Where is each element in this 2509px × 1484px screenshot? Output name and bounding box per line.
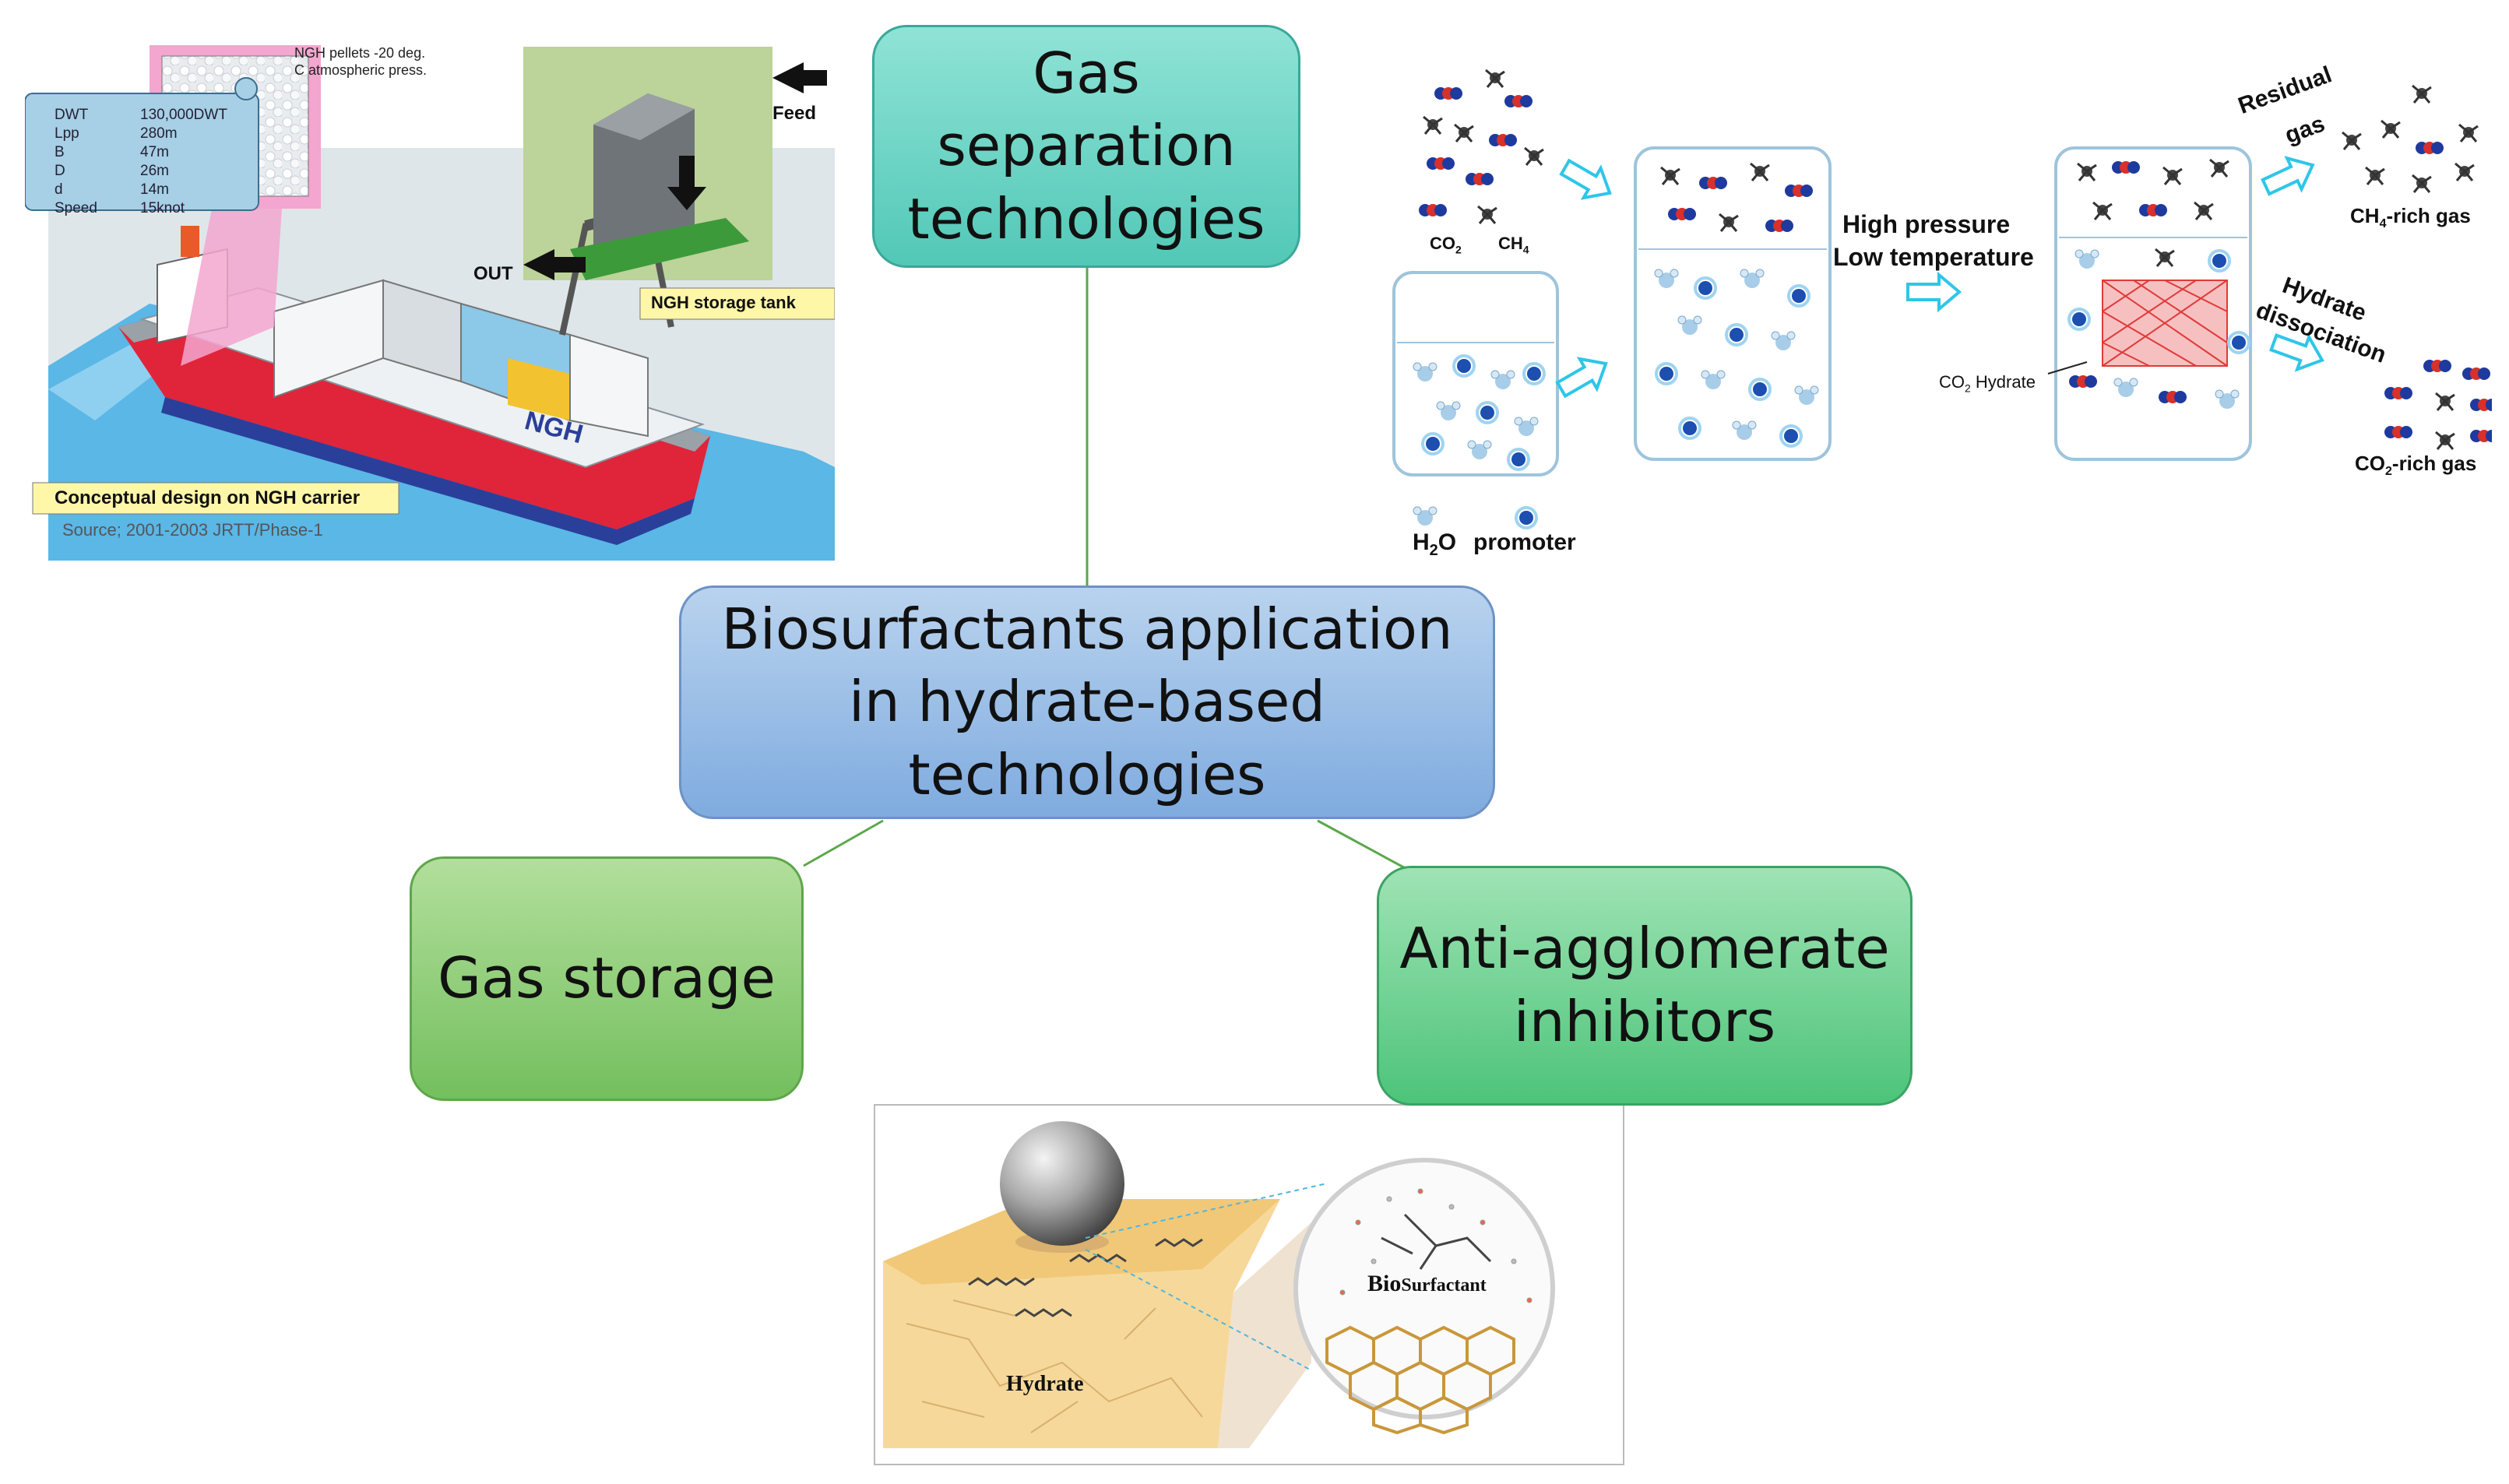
- anti-agglomerate-label: Anti-agglomerate inhibitors: [1399, 916, 1890, 1054]
- spec-key: DWT: [55, 107, 89, 123]
- spec-key: D: [55, 163, 65, 179]
- co2-legend-label: CO2: [1430, 234, 1462, 256]
- spec-value: 26m: [140, 163, 169, 179]
- spec-value: 47m: [140, 144, 169, 160]
- spec-row: D 26m: [55, 162, 249, 181]
- feed-label: Feed: [772, 103, 817, 124]
- connector-center-to-gas-storage: [803, 819, 884, 867]
- conditions-label-1: High pressure: [1842, 210, 2011, 238]
- out-label: OUT: [473, 263, 513, 284]
- tank-label: NGH storage tank: [651, 293, 796, 312]
- gas-storage-label: Gas storage: [438, 945, 776, 1011]
- spec-key: Speed: [55, 200, 97, 216]
- gas-separation-label: Gas separation technologies: [907, 40, 1265, 251]
- spec-value: 15knot: [140, 200, 185, 216]
- out-arrow-icon: [523, 249, 586, 280]
- spec-value: 14m: [140, 181, 169, 198]
- gas-separation-schematic: CO2 CH4 High pressure Low temperature Re…: [1386, 47, 2492, 576]
- down-arrow-icon: [667, 156, 706, 210]
- conditions-label-2: Low temperature: [1833, 243, 2034, 271]
- promoter-legend-label: promoter: [1473, 529, 1576, 555]
- spec-value: 130,000DWT: [140, 107, 227, 123]
- spec-row: Speed 15knot: [55, 199, 249, 218]
- connector-center-to-anti-agglomerate: [1317, 819, 1410, 872]
- gas-separation-node: Gas separation technologies: [872, 25, 1300, 268]
- hydrate-label: Hydrate: [1006, 1372, 1084, 1396]
- spec-row: Lpp 280m: [55, 125, 249, 143]
- spec-key: Lpp: [55, 125, 79, 142]
- ch4-rich-gas-label: CH4-rich gas: [2350, 204, 2471, 231]
- gas-storage-node: Gas storage: [410, 856, 804, 1101]
- design-label: Conceptual design on NGH carrier: [55, 487, 361, 508]
- spec-key: B: [55, 144, 65, 160]
- feed-arrow-icon: [772, 62, 827, 93]
- h2o-legend-label: H2O: [1413, 529, 1457, 559]
- spec-key: d: [55, 181, 63, 198]
- spec-value: 280m: [140, 125, 178, 142]
- co2-rich-gas-label: CO2-rich gas: [2355, 452, 2477, 479]
- zoom-circle: [1293, 1158, 1555, 1419]
- spec-row: DWT 130,000DWT: [55, 106, 249, 125]
- anti-agglomerate-illustration: BioSurfactant Hydrate: [874, 1104, 1624, 1465]
- biosurfactant-label: BioSurfactant: [1367, 1271, 1487, 1296]
- ngh-carrier-drawing: NGH: [25, 45, 835, 561]
- spec-row: d 14m: [55, 181, 249, 199]
- spec-row: B 47m: [55, 143, 249, 162]
- droplet-sphere: [1000, 1121, 1124, 1246]
- gas-separation-drawing: [1392, 69, 2492, 529]
- source-label: Source; 2001-2003 JRTT/Phase-1: [62, 520, 323, 540]
- co2-hydrate-label: CO2 Hydrate: [1939, 372, 2036, 395]
- pellets-note-2: C atmospheric press.: [294, 62, 428, 78]
- anti-agglomerate-drawing: [883, 1121, 1555, 1448]
- ch4-legend-label: CH4: [1498, 234, 1529, 256]
- central-topic-label: Biosurfactants application in hydrate-ba…: [721, 596, 1453, 807]
- pellets-note-1: NGH pellets -20 deg.: [294, 45, 426, 61]
- central-topic-node: Biosurfactants application in hydrate-ba…: [679, 586, 1495, 819]
- anti-agglomerate-node: Anti-agglomerate inhibitors: [1377, 866, 1913, 1106]
